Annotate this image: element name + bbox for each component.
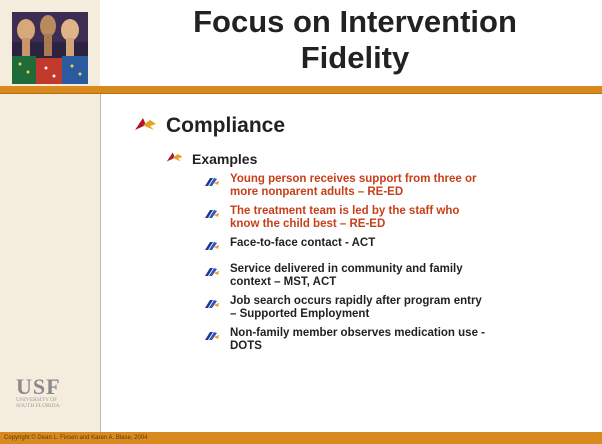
list-item: Job search occurs rapidly after program …: [204, 295, 594, 320]
list-item: Young person receives support from three…: [204, 173, 594, 198]
bullet-level1: Compliance: [134, 114, 285, 138]
usf-logo-subtext-line2: SOUTH FLORIDA: [16, 403, 60, 409]
hands-photo: [12, 12, 88, 84]
bird-bullet-icon: [134, 116, 158, 137]
header-orange-rule: [0, 86, 602, 93]
bullet-level2-label: Examples: [192, 151, 258, 167]
list-item: Service delivered in community and famil…: [204, 263, 594, 288]
footer-bar: Copyright © Dean L. Fixsen and Karen A. …: [0, 432, 602, 444]
list-item-text: Service delivered in community and famil…: [230, 263, 463, 288]
usf-logo-text: USF: [16, 374, 61, 399]
slide-title-line1: Focus on Intervention: [193, 4, 517, 39]
slide-title-line2: Fidelity: [300, 40, 410, 75]
usf-logo-subtext-line1: UNIVERSITY OF: [16, 397, 58, 403]
book-bullet-icon: [204, 328, 220, 346]
list-item-text: Face-to-face contact - ACT: [230, 237, 376, 249]
left-band-divider: [100, 0, 101, 432]
bullet-list: Young person receives support from three…: [204, 173, 594, 359]
book-bullet-icon: [204, 296, 220, 314]
header-area: [100, 0, 602, 86]
usf-logo: USF UNIVERSITY OF SOUTH FLORIDA: [16, 374, 76, 415]
slide-title: Focus on Intervention Fidelity: [130, 4, 580, 76]
book-bullet-icon: [204, 264, 220, 282]
list-item-text: Non-family member observes medication us…: [230, 327, 485, 352]
list-item-text: Young person receives support from three…: [230, 173, 477, 198]
list-item: Non-family member observes medication us…: [204, 327, 594, 352]
bullet-level1-label: Compliance: [166, 114, 286, 137]
list-item-text: The treatment team is led by the staff w…: [230, 205, 460, 230]
list-item: The treatment team is led by the staff w…: [204, 205, 594, 230]
book-bullet-icon: [204, 174, 220, 192]
list-item: Face-to-face contact - ACT: [204, 237, 594, 256]
header-dark-rule: [0, 93, 602, 94]
book-bullet-icon: [204, 238, 220, 256]
bullet-level2: Examples: [166, 150, 257, 168]
bird-bullet-icon: [166, 150, 184, 168]
copyright-text: Copyright © Dean L. Fixsen and Karen A. …: [4, 435, 148, 441]
book-bullet-icon: [204, 206, 220, 224]
list-item-text: Job search occurs rapidly after program …: [230, 295, 482, 320]
